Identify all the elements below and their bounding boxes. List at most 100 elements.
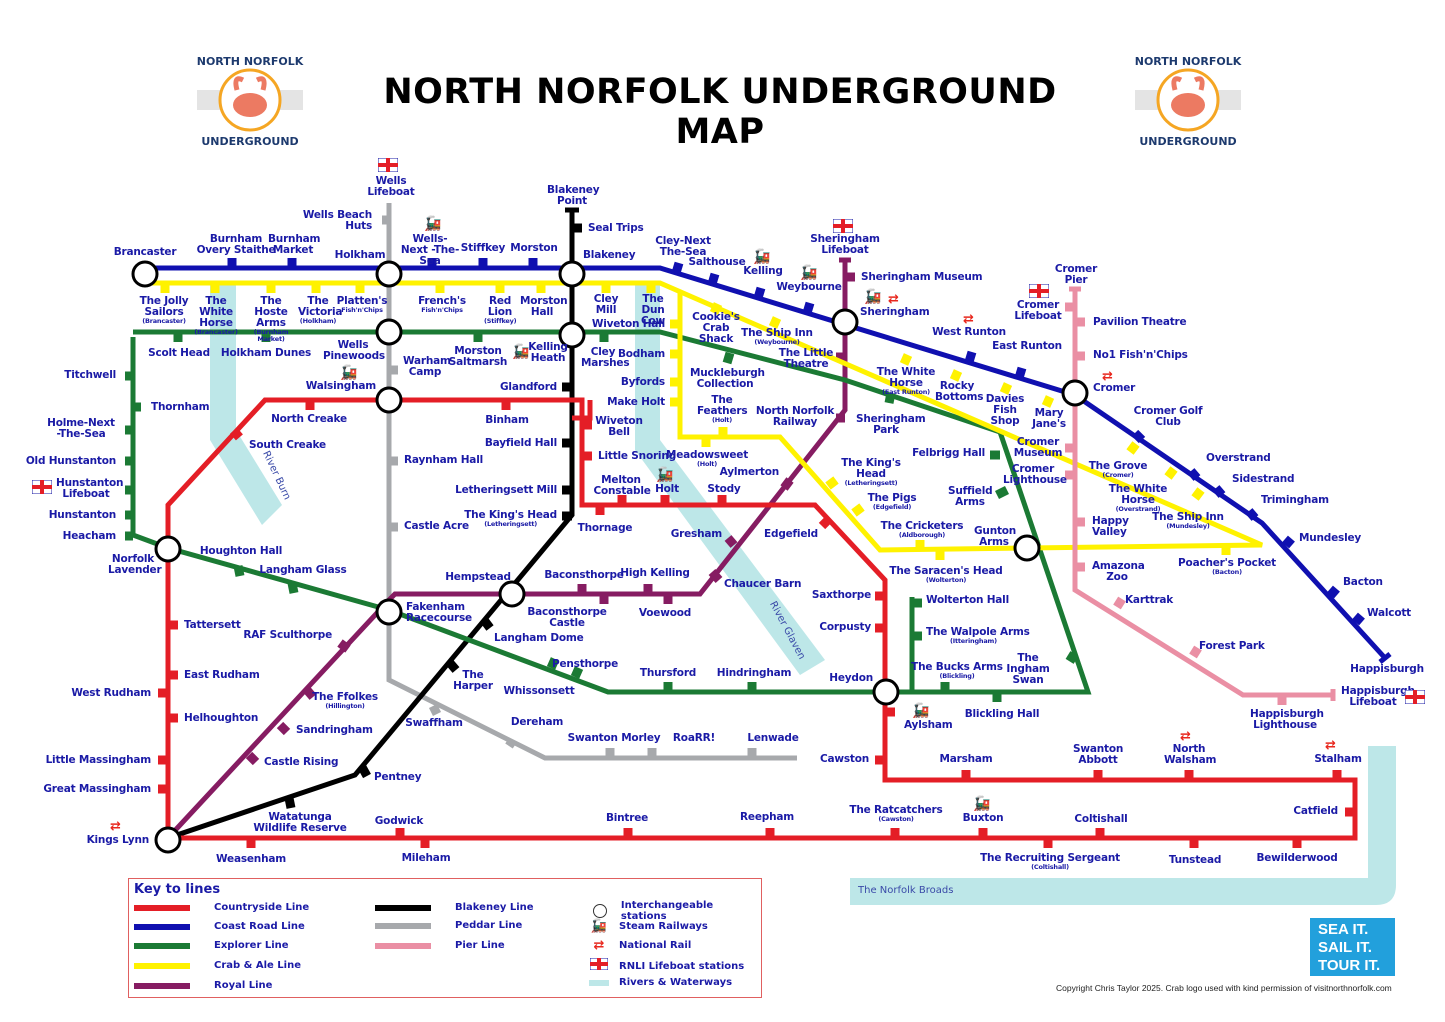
station-label: Bacton	[1343, 576, 1383, 588]
station-sublabel: (Edgefield)	[872, 503, 912, 511]
station-label: The Victoria	[298, 295, 343, 318]
station-sublabel: (Brancaster)	[194, 328, 238, 336]
station-label: Pavilion Theatre	[1093, 316, 1187, 328]
station-sublabel: (Letheringsett)	[844, 479, 898, 487]
station-label: Byfords	[620, 376, 665, 388]
sea-sail-tour-badge: SEA IT. SAIL IT. TOUR IT.	[1310, 918, 1395, 976]
station-label: Amazona Zoo	[1092, 560, 1145, 583]
station-sublabel: (Bacton)	[1212, 568, 1242, 576]
station-label: Stody	[707, 483, 741, 495]
station-sublabel: (East Runton)	[882, 388, 930, 396]
station-label: Wolterton Hall	[926, 594, 1009, 606]
station-label: Make Holt	[607, 396, 665, 408]
station-label: Sheringham Lifeboat	[810, 233, 880, 256]
station-label: Cley Mill	[593, 293, 619, 316]
interchanges	[131, 260, 1089, 854]
station-label: Letheringsett Mill	[455, 484, 557, 496]
station-label: The Ratcatchers	[849, 804, 943, 816]
station-label: Kelling Heath	[528, 341, 568, 364]
rnli-flag-icon	[833, 219, 853, 233]
station-label: Tunstead	[1168, 854, 1222, 866]
station-label: Glandford	[500, 381, 557, 393]
station-sublabel: Fish'n'Chips	[421, 306, 463, 314]
station-label: Happisburgh Lighthouse	[1250, 708, 1324, 731]
station-label: Cromer Lighthouse	[1003, 463, 1067, 486]
station-label: The Little Theatre	[778, 347, 834, 370]
station-label: Tattersett	[184, 619, 241, 631]
station-sublabel: (Holt)	[712, 416, 732, 424]
pier-line	[1065, 286, 1336, 705]
steam-train-icon: 🚂	[973, 796, 991, 812]
station-label: Castle Acre	[404, 520, 469, 532]
station-label: Buxton	[962, 812, 1004, 824]
station-label: The White Horse	[199, 295, 233, 329]
station-sublabel: (Holt)	[697, 460, 717, 468]
station-label: The Ingham Swan	[1006, 652, 1050, 686]
station-label: Davies Fish Shop	[985, 393, 1025, 427]
steam-train-icon: 🚂	[656, 467, 674, 483]
station-label: Old Hunstanton	[25, 455, 116, 467]
key-legend: Key to lines Countryside Line Coast Road…	[128, 878, 762, 998]
steam-train-icon: 🚂	[864, 289, 882, 305]
station-label: Overstrand	[1206, 452, 1271, 464]
station-label: Holkham Dunes	[220, 347, 312, 359]
station-label: Watatunga Wildlife Reserve	[253, 811, 347, 834]
national-rail-icon: ⇄	[1180, 729, 1191, 744]
station-sublabel: (Wolterton)	[925, 576, 967, 584]
station-label: Cookie's Crab Shack	[692, 311, 740, 345]
station-label: Wiveton Hall	[591, 318, 665, 330]
station-label: Stiffkey	[460, 242, 506, 254]
station-label: Baconsthorpe	[544, 569, 624, 581]
station-label: Heydon	[829, 672, 873, 684]
station-sublabel: (Blickling)	[939, 672, 975, 680]
station-label: Voewood	[638, 607, 692, 619]
station-label: Blakeney	[583, 249, 636, 261]
station-label: Sheringham Park	[856, 413, 926, 436]
station-label: Swanton Abbott	[1073, 743, 1124, 766]
rnli-flag-icon	[1029, 284, 1049, 298]
station-label: The Recruiting Sergeant	[980, 852, 1120, 864]
station-sublabel: (Burnham Market)	[253, 328, 289, 343]
station-label: Little Snoring	[598, 450, 676, 462]
station-label: Hindringham	[716, 667, 792, 679]
station-label: The Cricketers	[880, 520, 964, 532]
station-label: The Feathers	[697, 394, 748, 417]
station-label: Suffield Arms	[948, 485, 993, 508]
national-rail-icon: ⇄	[888, 292, 899, 307]
station-label: The Walpole Arms	[926, 626, 1030, 638]
station-label: Melton Constable	[593, 474, 651, 497]
norfolk-broads-label: The Norfolk Broads	[858, 885, 954, 896]
station-label: The King's Head	[841, 457, 901, 480]
key-peddar: Peddar Line	[375, 920, 522, 931]
station-label: Thursford	[639, 667, 697, 679]
key-steam: 🚂Steam Railways	[590, 919, 708, 934]
station-sublabel: (Aldborough)	[898, 531, 946, 539]
key-pier: Pier Line	[375, 940, 505, 951]
station-label: Sidestrand	[1232, 473, 1295, 485]
station-label: Morston Saltmarsh	[448, 345, 508, 368]
page-title: NORTH NORFOLK UNDERGROUND MAP	[383, 72, 1057, 152]
station-label: Whissonsett	[503, 685, 575, 697]
rnli-flag-icon	[1405, 690, 1425, 704]
station-label: Corpusty	[819, 621, 871, 633]
station-label: RoaRR!	[672, 732, 716, 744]
station-label: West Runton	[932, 326, 1006, 338]
station-sublabel: (Itteringham)	[950, 637, 997, 645]
station-label: Binham	[485, 414, 529, 426]
station-label: Lenwade	[747, 732, 799, 744]
interchange-circle-icon	[593, 904, 607, 918]
station-label: The Dun Cow	[640, 293, 666, 327]
station-label: Walsingham	[305, 380, 376, 392]
steam-train-icon: 🚂	[912, 703, 930, 719]
station-label: Helhoughton	[184, 712, 259, 724]
station-label: Swaffham	[405, 717, 463, 729]
station-label: Wells-Next -The-Sea	[400, 233, 460, 267]
river-glaven	[635, 283, 825, 675]
key-royal: Royal Line	[134, 980, 272, 991]
svg-text:NORTH NORFOLK: NORTH NORFOLK	[197, 55, 304, 68]
station-label: Salthouse	[688, 256, 746, 268]
station-label: Scolt Head	[148, 347, 210, 359]
station-label: Fakenham Racecourse	[406, 601, 472, 624]
station-label: Sheringham Museum	[861, 271, 983, 283]
river-swatch-icon	[589, 979, 609, 986]
